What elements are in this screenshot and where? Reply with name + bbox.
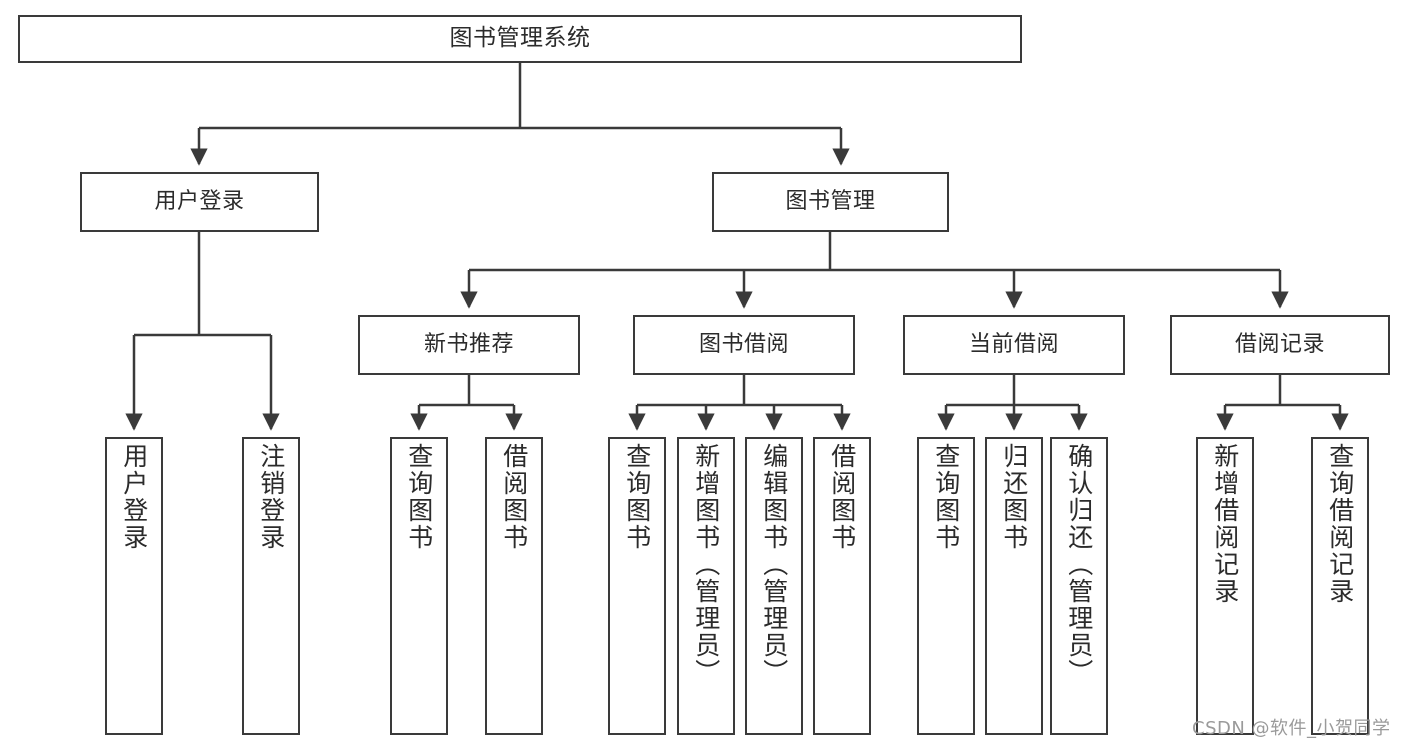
leaf-query-books-current[interactable]: 查询图书 [917, 437, 975, 735]
node-label: 用户登录 [119, 443, 149, 551]
leaf-edit-book-admin[interactable]: 编辑图书（管理员） [745, 437, 803, 735]
node-label: 图书管理 [785, 188, 876, 214]
node-label: 用户登录 [154, 188, 245, 214]
leaf-query-borrow-record[interactable]: 查询借阅记录 [1311, 437, 1369, 735]
node-label: 查询图书 [404, 443, 434, 551]
node-label: 查询图书 [931, 443, 961, 551]
node-label: 确认归还（管理员） [1064, 443, 1094, 686]
node-user-login[interactable]: 用户登录 [80, 172, 319, 232]
leaf-query-books-borrow[interactable]: 查询图书 [608, 437, 666, 735]
node-label: 新增图书（管理员） [691, 443, 721, 686]
node-label: 新书推荐 [423, 331, 514, 357]
leaf-logout[interactable]: 注销登录 [242, 437, 300, 735]
node-label: 注销登录 [256, 443, 286, 551]
node-borrow-records[interactable]: 借阅记录 [1170, 315, 1390, 375]
node-label: 图书管理系统 [449, 25, 591, 52]
leaf-borrow-books[interactable]: 借阅图书 [813, 437, 871, 735]
leaf-add-borrow-record[interactable]: 新增借阅记录 [1196, 437, 1254, 735]
node-book-borrow[interactable]: 图书借阅 [633, 315, 855, 375]
watermark: CSDN @软件_小贺同学 [1192, 718, 1391, 739]
node-book-management[interactable]: 图书管理 [712, 172, 949, 232]
leaf-query-books-recommend[interactable]: 查询图书 [390, 437, 448, 735]
node-label: 借阅记录 [1234, 331, 1325, 357]
leaf-confirm-return-admin[interactable]: 确认归还（管理员） [1050, 437, 1108, 735]
leaf-return-books[interactable]: 归还图书 [985, 437, 1043, 735]
node-current-borrow[interactable]: 当前借阅 [903, 315, 1125, 375]
node-label: 借阅图书 [499, 443, 529, 551]
node-label: 归还图书 [999, 443, 1029, 551]
node-label: 查询图书 [622, 443, 652, 551]
node-label: 当前借阅 [968, 331, 1059, 357]
node-label: 新增借阅记录 [1210, 443, 1240, 605]
node-new-book-recommend[interactable]: 新书推荐 [358, 315, 580, 375]
node-label: 图书借阅 [698, 331, 789, 357]
node-label: 编辑图书（管理员） [759, 443, 789, 686]
node-root[interactable]: 图书管理系统 [18, 15, 1022, 63]
node-label: 借阅图书 [827, 443, 857, 551]
leaf-add-book-admin[interactable]: 新增图书（管理员） [677, 437, 735, 735]
leaf-borrow-books-recommend[interactable]: 借阅图书 [485, 437, 543, 735]
node-label: 查询借阅记录 [1325, 443, 1355, 605]
leaf-user-login[interactable]: 用户登录 [105, 437, 163, 735]
